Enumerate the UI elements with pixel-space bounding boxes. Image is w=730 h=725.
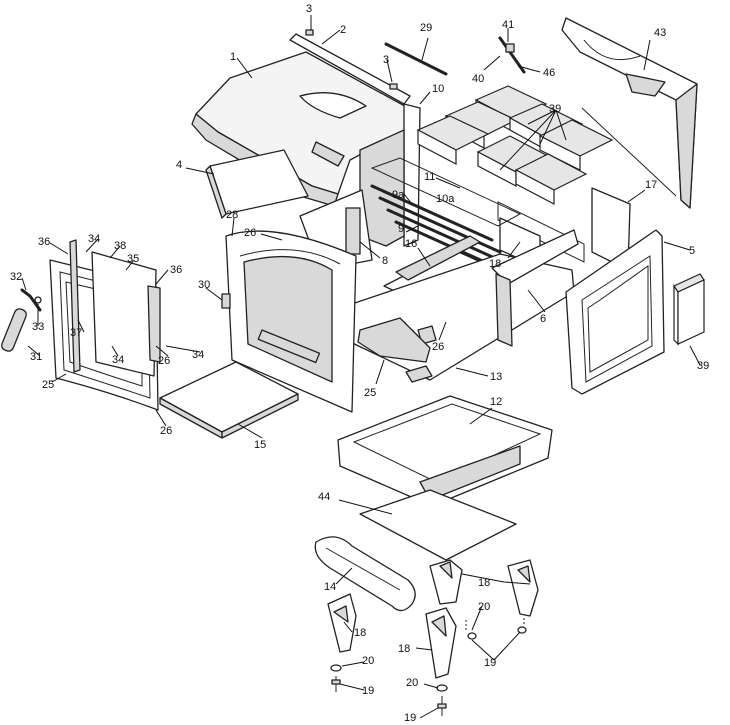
- callout-23: 26: [244, 227, 256, 239]
- callout-32: 33: [32, 321, 44, 333]
- part-ash-drawer-11: [337, 395, 553, 507]
- callout-4: 4: [176, 159, 182, 171]
- callout-31: 32: [10, 271, 22, 283]
- callout-17: 18: [489, 258, 501, 270]
- leader-lines: [21, 15, 701, 719]
- callout-20: 20: [478, 601, 490, 613]
- callout-labels: 3 2 3 1 10 29 41 40 46 43 39 4 17 11 9a …: [10, 3, 709, 724]
- callout-24: 28: [226, 209, 238, 221]
- part-top-rail: [289, 29, 411, 105]
- callout-25: 25: [42, 379, 54, 391]
- part-latch-29: [221, 293, 231, 309]
- part-firebrick-loose: [673, 273, 705, 346]
- callout-3: 3: [383, 54, 389, 66]
- callout-2: 2: [340, 24, 346, 36]
- part-leg-left: [327, 593, 357, 653]
- part-right-side-rail-6: [491, 229, 579, 347]
- callout-1: 1: [230, 51, 236, 63]
- part-firebricks: [416, 85, 614, 205]
- callout-28: 29: [420, 22, 432, 34]
- callout-44: 44: [318, 491, 330, 503]
- part-front-casting-24: [225, 230, 357, 413]
- part-right-side-panel-5: [565, 229, 665, 395]
- part-rod-28: [384, 42, 448, 76]
- callout-15: 16: [405, 238, 417, 250]
- callout-37: 37: [70, 327, 82, 339]
- callout-40: 40: [472, 73, 484, 85]
- screw-3-mid: [389, 83, 398, 90]
- part-leg-rear-right: [507, 559, 539, 617]
- callout-33: 34: [112, 354, 124, 366]
- callout-18: 18: [398, 643, 410, 655]
- part-baffle-plate-4: [205, 149, 309, 219]
- part-leg-front-right: [429, 559, 463, 605]
- callout-7: 10: [432, 83, 444, 95]
- callout-10: 10a: [436, 193, 455, 205]
- callout-29: 30: [198, 279, 210, 291]
- callout-18: 18: [354, 627, 366, 639]
- part-gasket-36: [69, 239, 81, 373]
- screw-3-top: [305, 29, 314, 36]
- callout-20: 20: [406, 677, 418, 689]
- callout-34: 34: [88, 233, 100, 245]
- callout-30: 31: [30, 351, 42, 363]
- part-hardware-bolts-washers: [330, 618, 527, 716]
- callout-5: 5: [689, 245, 695, 257]
- part-front-trim-13: [314, 536, 416, 612]
- callout-16: 17: [645, 179, 657, 191]
- callout-20: 20: [362, 655, 374, 667]
- callout-19: 19: [484, 657, 496, 669]
- callout-34: 34: [192, 349, 204, 361]
- part-8-bracket: [345, 207, 361, 255]
- part-ash-lip-21: [357, 317, 431, 363]
- callout-9: 9: [398, 223, 404, 235]
- callout-36: 36: [38, 236, 50, 248]
- part-door-glass-35: [91, 251, 161, 377]
- callout-11: 12: [490, 396, 502, 408]
- callout-14: 15: [254, 439, 266, 451]
- callout-39: 39: [697, 360, 709, 372]
- callout-21: 25: [364, 387, 376, 399]
- callout-22: 26: [432, 341, 444, 353]
- callout-12: 13: [490, 371, 502, 383]
- part-ash-pan-14: [159, 361, 299, 439]
- callout-26: 26: [160, 425, 172, 437]
- callout-3: 3: [306, 3, 312, 15]
- callout-38: 38: [114, 240, 126, 252]
- callout-6: 6: [540, 313, 546, 325]
- part-door-handle: [1, 288, 42, 352]
- callout-46: 46: [543, 67, 555, 79]
- part-leg-center: [425, 607, 457, 679]
- callout-43: 43: [654, 27, 666, 39]
- part-bottom-shield-44: [359, 489, 517, 561]
- part-rear-heat-shield: [561, 17, 698, 209]
- callout-8: 8: [382, 255, 388, 267]
- callout-39: 39: [549, 103, 561, 115]
- callout-9a: 9a: [392, 189, 405, 201]
- callout-19: 19: [404, 712, 416, 724]
- callout-26: 26: [158, 355, 170, 367]
- callout-41: 41: [502, 19, 514, 31]
- callout-13: 14: [324, 581, 336, 593]
- callout-10a: 11: [424, 171, 435, 183]
- callout-35: 35: [127, 253, 139, 265]
- callout-19: 19: [362, 685, 374, 697]
- callout-36: 36: [170, 264, 182, 276]
- callout-18: 18: [478, 577, 490, 589]
